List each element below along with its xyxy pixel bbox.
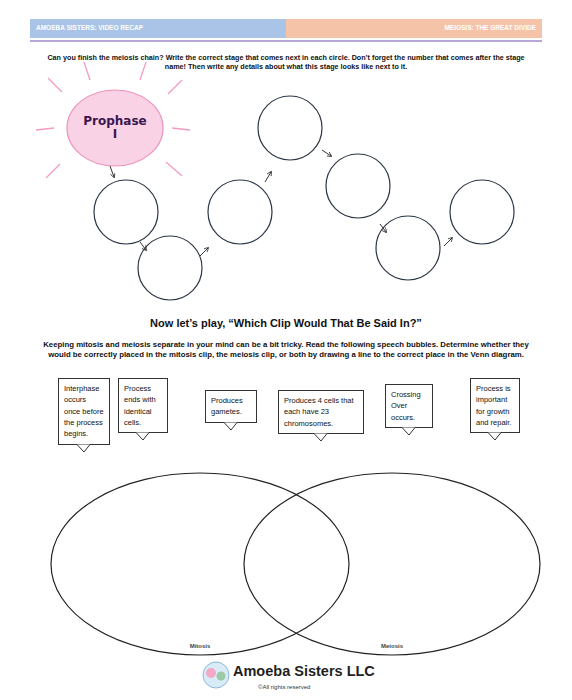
- header-bar-right: [286, 19, 542, 38]
- bubble-text: Interphase occurs once before the proces…: [64, 383, 104, 439]
- bubble-tail: [488, 433, 501, 441]
- speech-bubble: Produces 4 cells that each have 23 chrom…: [278, 390, 364, 434]
- brand-name: Amoeba Sisters LLC: [233, 662, 403, 681]
- venn-outline: [51, 473, 349, 655]
- bubble-text: Produces gametes.: [211, 395, 251, 418]
- instructions: Can you finish the meiosis chain? Write …: [44, 53, 528, 72]
- header-text: AMOEBA SISTERS: VIDEO RECAP: [36, 24, 276, 32]
- bubble-tail: [77, 445, 90, 453]
- venn-ellipse: Mitosis: [50, 472, 350, 656]
- bubble-tail: [314, 434, 327, 442]
- stage-circle: Prophase I: [70, 96, 160, 160]
- chain-arrows: [110, 150, 452, 256]
- venn-outline: [244, 473, 540, 655]
- section-title: Now let’s play, “Which Clip Would That B…: [30, 316, 542, 330]
- header-bar-left: [30, 19, 286, 38]
- copyright: ©All rights reserved: [258, 684, 378, 692]
- bubble-tail: [224, 422, 238, 431]
- bubble-text: Produces 4 cells that each have 23 chrom…: [284, 395, 358, 429]
- directions: Keeping mitosis and meiosis separate in …: [38, 340, 534, 360]
- venn-label: Mitosis: [50, 643, 350, 649]
- speech-bubble: Crossing Over occurs.: [385, 384, 433, 428]
- bubble-text: Process ends with identical cells.: [124, 383, 162, 428]
- logo: [203, 662, 229, 688]
- prophase-circle: [67, 90, 163, 166]
- bubble-tail: [136, 433, 149, 441]
- speech-bubble: Process ends with identical cells.: [118, 378, 168, 433]
- speech-bubble: Interphase occurs once before the proces…: [58, 378, 110, 445]
- bubble-text: Crossing Over occurs.: [391, 389, 427, 423]
- logo-amoeba: [217, 672, 226, 681]
- bubble-tail: [402, 428, 415, 436]
- speech-bubble: Produces gametes.: [205, 390, 257, 423]
- speech-bubble: Process is important for growth and repa…: [470, 378, 520, 433]
- bubble-tail: [488, 432, 502, 441]
- header-text: MEIOSIS: THE GREAT DIVIDE: [296, 24, 536, 32]
- bubble-tail: [136, 432, 150, 441]
- bubble-tail: [224, 423, 237, 431]
- bubble-text: Process is important for growth and repa…: [476, 383, 514, 428]
- header-rule: [30, 40, 542, 42]
- bubble-tail: [77, 444, 91, 453]
- empty-circles: [94, 96, 514, 300]
- stage-name: Prophase I: [80, 115, 150, 140]
- bubble-tail: [402, 427, 416, 436]
- venn-ellipse: Meiosis: [243, 472, 541, 656]
- logo-amoeba: [206, 668, 216, 678]
- bubble-tail: [314, 433, 328, 442]
- sun-rays: [36, 62, 190, 178]
- venn-outline: [243, 472, 541, 656]
- venn-label: Meiosis: [243, 643, 541, 649]
- venn-outline: [50, 472, 350, 656]
